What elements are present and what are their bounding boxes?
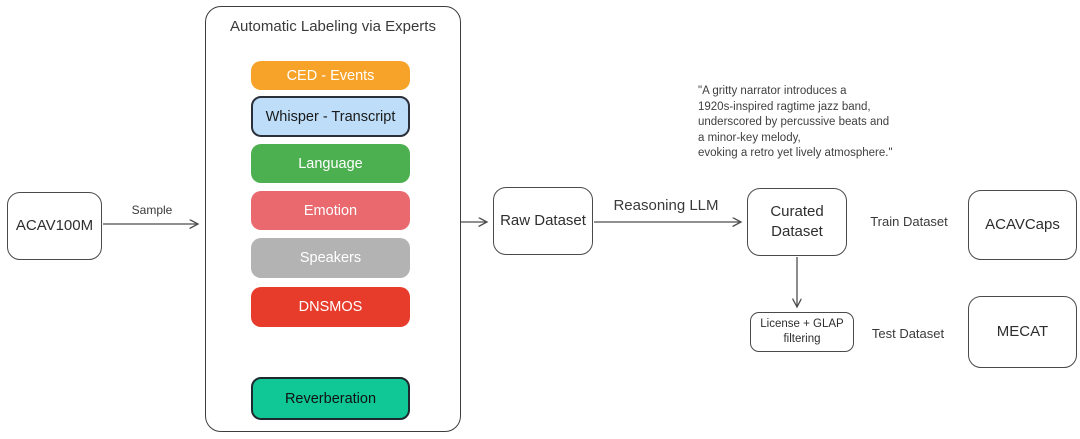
curated-dataset-node: Curated Dataset (747, 188, 847, 256)
license-label-line2: filtering (783, 333, 821, 345)
acavcaps-label: ACAVCaps (985, 216, 1060, 233)
caption-line: evoking a retro yet lively atmosphere." (698, 147, 893, 159)
raw-dataset-node: Raw Dataset (493, 187, 593, 255)
raw-dataset-label: Raw Dataset (500, 212, 586, 229)
caption-line: "A gritty narrator introduces a (698, 85, 847, 97)
acav100m-node: ACAV100M (7, 192, 102, 260)
example-caption: "A gritty narrator introduces a 1920s-in… (698, 84, 998, 162)
expert-box-whisper-transcript: Whisper - Transcript (251, 96, 410, 137)
license-glap-filtering-node: License + GLAP filtering (750, 312, 854, 352)
expert-box-dnsmos: DNSMOS (251, 287, 410, 327)
expert-box-language: Language (251, 144, 410, 183)
expert-box-emotion: Emotion (251, 191, 410, 230)
license-label-line1: License + GLAP (760, 318, 844, 330)
experts-panel-title: Automatic Labeling via Experts (230, 18, 436, 35)
mecat-label: MECAT (996, 323, 1049, 340)
curated-dataset-label-line2: Dataset (771, 223, 823, 240)
caption-line: underscored by percussive beats and (698, 116, 890, 128)
expert-box-reverberation: Reverberation (251, 377, 410, 420)
train-dataset-label: Train Dataset (870, 214, 948, 229)
mecat-node: MECAT (968, 296, 1077, 368)
caption-line: a minor-key melody, (698, 131, 801, 144)
acavcaps-node: ACAVCaps (968, 190, 1077, 260)
acav100m-label: ACAV100M (15, 217, 94, 234)
reasoning-llm-label: Reasoning LLM (613, 197, 719, 214)
sample-arrow-label: Sample (131, 203, 173, 217)
caption-line: 1920s-inspired ragtime jazz band, (698, 100, 871, 113)
expert-box-speakers: Speakers (251, 238, 410, 278)
expert-box-ced-events: CED - Events (251, 61, 410, 90)
test-dataset-label: Test Dataset (871, 326, 945, 341)
curated-dataset-label-line1: Curated (770, 203, 824, 220)
